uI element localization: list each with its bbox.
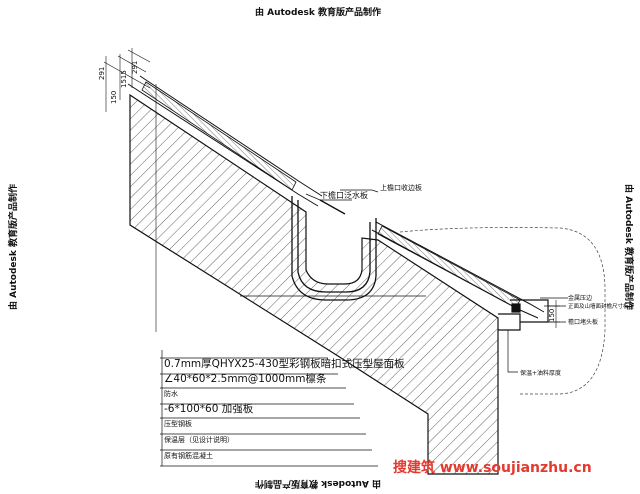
- dim-150: 150: [110, 91, 118, 104]
- dim-291-right: 291: [131, 61, 139, 74]
- dim-291-left: 291: [98, 67, 106, 80]
- watermark-top: 由 Autodesk 教育版产品制作: [255, 6, 381, 18]
- roof-sheet-lines: [127, 75, 545, 319]
- eave-flashing: [498, 299, 549, 331]
- watermark-bottom: 由 Autodesk 教育版产品制作: [255, 478, 381, 490]
- dim-1515: 1515: [120, 70, 128, 88]
- label-eave-closer: 檐口堵头板: [568, 318, 598, 326]
- dim-150-side: 150: [548, 309, 556, 322]
- layer-label-2: ∠40*60*2.5mm@1000mm檩条: [164, 372, 327, 385]
- layer-label-6: 保温层（见设计说明）: [164, 435, 234, 444]
- layer-label-3: 防水: [164, 389, 178, 398]
- gutter-outline: [291, 196, 377, 301]
- layer-label-1: 0.7mm厚QHYX25-430型彩钢板暗扣式压型屋面板: [164, 357, 405, 370]
- detail-callout-outline: [399, 227, 606, 395]
- watermark-right: 由 Autodesk 教育版产品制作: [623, 184, 635, 310]
- label-metal-cap: 金属压边: [568, 294, 592, 302]
- label-lower-gutter-flashing: 下檐口泛水板: [320, 190, 368, 200]
- concrete-section: [129, 93, 499, 475]
- watermark-left: 由 Autodesk 教育版产品制作: [7, 184, 19, 310]
- label-right-2: 正面及山墙面封檐尺寸板位: [568, 302, 635, 310]
- layer-label-5: 压型钢板: [164, 419, 192, 428]
- layer-label-7: 原有钢筋混凝土: [164, 451, 213, 460]
- label-upper-eave-flashing: 上檐口收边板: [380, 183, 422, 192]
- layer-label-4: -6*100*60 加强板: [164, 402, 254, 415]
- site-watermark: 搜建筑 www.soujianzhu.cn: [393, 459, 592, 476]
- leader-lines: [160, 189, 568, 467]
- label-insulation-slope: 保温+油料厚度: [520, 369, 561, 377]
- dimension-lines: [103, 48, 157, 332]
